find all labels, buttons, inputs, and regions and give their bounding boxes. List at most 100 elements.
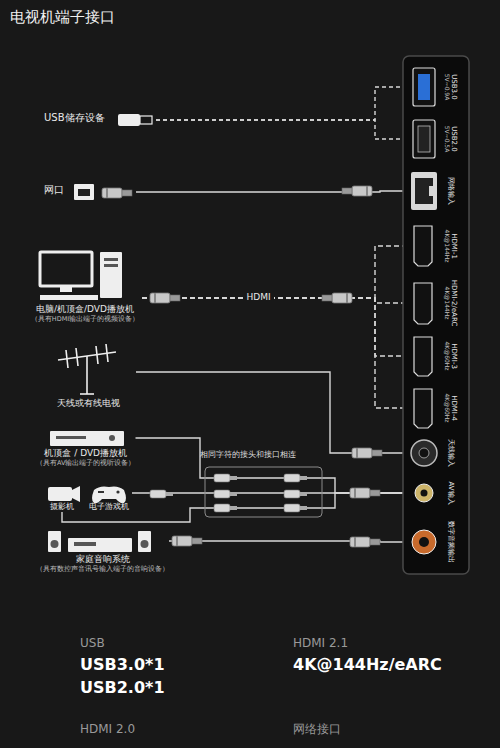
lan-port	[411, 172, 437, 210]
antenna-port-label: 天线输入	[408, 432, 464, 474]
port-label-area: 天线输入	[438, 432, 464, 474]
usb-plug-tip	[140, 116, 152, 124]
antenna-icon	[58, 344, 116, 394]
port-label-area: 网络输入	[438, 168, 464, 214]
spdif-port-label: 数字音频输出	[408, 518, 464, 566]
spec-heading-holder: HDMI 2.0	[80, 722, 135, 737]
device-note: （具有数控声音讯号输入端子的音响设备）	[36, 565, 169, 573]
game-console-device: 电子游戏机	[86, 484, 132, 512]
port-label: 4K@144Hz	[444, 230, 451, 263]
port-label: 5V⎓0.5A	[444, 126, 451, 153]
spec-heading: USB	[80, 636, 105, 651]
port-label-area: USB2.05V⎓0.5A	[438, 116, 464, 162]
controller-dpad	[98, 491, 104, 493]
pc-keyboard	[40, 295, 98, 300]
spdif-port	[412, 530, 436, 554]
port-label: AV输入	[447, 481, 455, 504]
rca-plug	[150, 490, 173, 498]
settop-box-icon	[50, 431, 124, 446]
device-note: （具有HDMI输出端子的视频设备）	[31, 315, 139, 323]
usb2-port-label: USB2.05V⎓0.5A	[408, 116, 464, 162]
speaker-cone	[141, 540, 149, 548]
device-label: 摄影机	[50, 502, 74, 512]
spec-value: USB3.0*1	[80, 655, 165, 675]
port-label: 5V⎓0.9A	[444, 74, 451, 101]
note-text-holder: 相同字符的接头和接口相连	[200, 450, 296, 460]
cable-connector	[156, 120, 408, 139]
port-label-rotated: AV输入	[447, 476, 455, 510]
port-label-rotated: USB2.05V⎓0.5A	[444, 116, 459, 162]
port-label-area: USB3.05V⎓0.9A	[438, 64, 464, 110]
hdmi-plug	[322, 293, 352, 303]
port-label-rotated: 数字音频输出	[447, 518, 455, 566]
port-label: HDMI-4	[450, 395, 458, 421]
port-label: 4K@144Hz	[444, 287, 451, 320]
pc-tower	[100, 252, 122, 298]
hdmi-port-label: HDMI-34K@60Hz	[408, 332, 464, 380]
spec-heading-holder: HDMI 2.1	[293, 636, 348, 651]
device-note: （具有AV输出端子的视听设备）	[36, 459, 135, 467]
hdmi-port	[414, 389, 432, 428]
network-plug	[102, 188, 132, 198]
port-label-rotated: HDMI-44K@60Hz	[444, 384, 459, 432]
usb3-tongue	[418, 74, 430, 100]
spec-value-holder: 4K@144Hz/eARC	[293, 655, 442, 675]
amplifier-icon	[68, 538, 132, 552]
antenna-source: 天线或有线电视	[40, 346, 136, 409]
pc-stand	[60, 287, 72, 292]
speaker-cone	[51, 540, 59, 548]
spec-heading-holder: USB	[80, 636, 105, 651]
device-label: 家庭音响系统	[76, 554, 130, 565]
network-plug	[342, 186, 372, 196]
pc-monitor	[40, 252, 92, 286]
hdmi-port	[414, 226, 432, 266]
port-label: USB3.0	[450, 74, 458, 100]
video-source-device: 电脑/机顶盒/DVD播放机（具有HDMI输出端子的视频设备）	[28, 248, 142, 323]
network-device: 网口	[40, 182, 136, 197]
antenna-plug	[352, 448, 382, 458]
port-label-rotated: USB3.05V⎓0.9A	[444, 64, 459, 110]
device-label: 电子游戏机	[89, 502, 129, 512]
home-audio-device: 家庭音响系统（具有数控声音讯号输入端子的音响设备）	[36, 528, 169, 573]
port-label-area: HDMI-2/eARC4K@144Hz	[438, 276, 464, 330]
port-label: HDMI-1	[450, 233, 458, 259]
port-label-rotated: 天线输入	[447, 432, 455, 474]
amplifier-display	[74, 542, 96, 546]
port-label-rotated: 网络输入	[447, 168, 455, 214]
port-label-area: 数字音频输出	[438, 518, 464, 566]
port-label-rotated: HDMI-2/eARC4K@144Hz	[444, 276, 459, 330]
cable-connector	[136, 372, 408, 453]
cable-connector	[156, 87, 408, 120]
spec-value: 4K@144Hz/eARC	[293, 655, 442, 675]
usb-storage-device: USB储存设备	[40, 110, 156, 125]
port-label-area: HDMI-14K@144Hz	[438, 220, 464, 272]
device-label: 网口	[44, 184, 64, 197]
port-label: 网络输入	[447, 177, 455, 205]
hdmi-port	[414, 283, 432, 324]
spec-value: USB2.0*1	[80, 678, 165, 698]
usb3-port-label: USB3.05V⎓0.9A	[408, 64, 464, 110]
av-core	[421, 490, 428, 497]
hdmi-port	[414, 337, 432, 376]
av-source-device: 机顶盒 / DVD播放机（具有AV输出端子的视听设备）	[36, 428, 135, 467]
spec-heading-holder: 网络接口	[293, 722, 341, 737]
spec-heading: HDMI 2.0	[80, 722, 135, 737]
port-label: 数字音频输出	[447, 521, 455, 563]
hdmi-port-label: HDMI-44K@60Hz	[408, 384, 464, 432]
usb-plug-icon	[118, 114, 140, 126]
usb2-tongue	[418, 126, 430, 152]
cable-connector	[136, 438, 409, 493]
spec-heading: 网络接口	[293, 722, 341, 737]
rca-plug	[284, 504, 307, 512]
port-label-area: AV输入	[438, 476, 464, 510]
port-label: 4K@60Hz	[444, 393, 451, 422]
rca-plug	[214, 474, 237, 482]
camera-device: 摄影机	[42, 484, 82, 512]
network-icon-socket	[78, 189, 90, 196]
game-controller-icon	[92, 486, 126, 503]
rca-plug	[214, 504, 237, 512]
audio-plug	[172, 536, 202, 546]
diagram-title-holder: 电视机端子接口	[10, 8, 115, 27]
speaker-icon	[48, 531, 61, 552]
settop-box-slot	[56, 436, 86, 439]
